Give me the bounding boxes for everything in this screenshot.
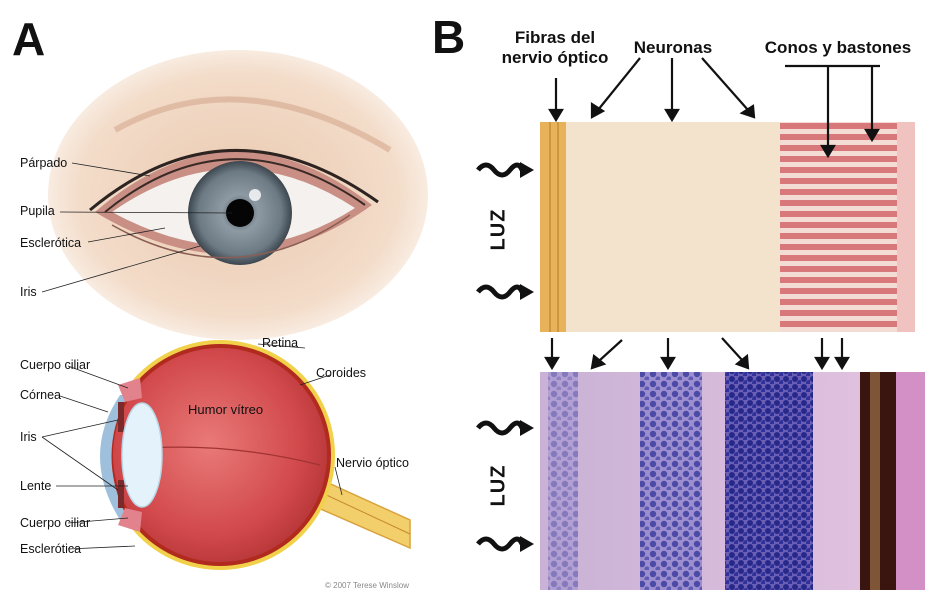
label-coroides: Coroides — [316, 366, 366, 380]
label-esclerotica-section: Esclerótica — [20, 542, 81, 556]
label-cornea: Córnea — [20, 388, 61, 402]
retina-illustration — [540, 122, 915, 332]
header-fibras-line2: nervio óptico — [502, 48, 609, 67]
label-humor-vitreo: Humor vítreo — [188, 402, 263, 417]
label-iris-section: Iris — [20, 430, 37, 444]
light-wave-arrowheads — [520, 162, 534, 552]
label-cuerpo-ciliar-bottom: Cuerpo ciliar — [20, 516, 90, 530]
header-fibras-line1: Fibras del — [515, 28, 595, 47]
label-cuerpo-ciliar-top: Cuerpo ciliar — [20, 358, 90, 372]
copyright-credit: © 2007 Terese Winslow — [325, 581, 409, 590]
label-esclerotica-external: Esclerótica — [20, 236, 81, 250]
header-conos-bastones: Conos y bastones — [752, 38, 924, 58]
label-iris-external: Iris — [20, 285, 37, 299]
header-fibras: Fibras del nervio óptico — [490, 28, 620, 68]
header-neuronas: Neuronas — [618, 38, 728, 58]
luz-label-top: LUZ — [487, 209, 510, 251]
label-lente: Lente — [20, 479, 51, 493]
label-pupila: Pupila — [20, 204, 55, 218]
luz-label-bottom: LUZ — [487, 465, 510, 507]
label-retina: Retina — [262, 336, 298, 350]
label-nervio-optico: Nervio óptico — [336, 456, 409, 470]
label-parpado: Párpado — [20, 156, 67, 170]
retina-histology — [540, 372, 925, 590]
panel-a-label: A — [12, 12, 45, 66]
external-eye-illustration — [48, 50, 428, 340]
panel-b-label: B — [432, 10, 465, 64]
